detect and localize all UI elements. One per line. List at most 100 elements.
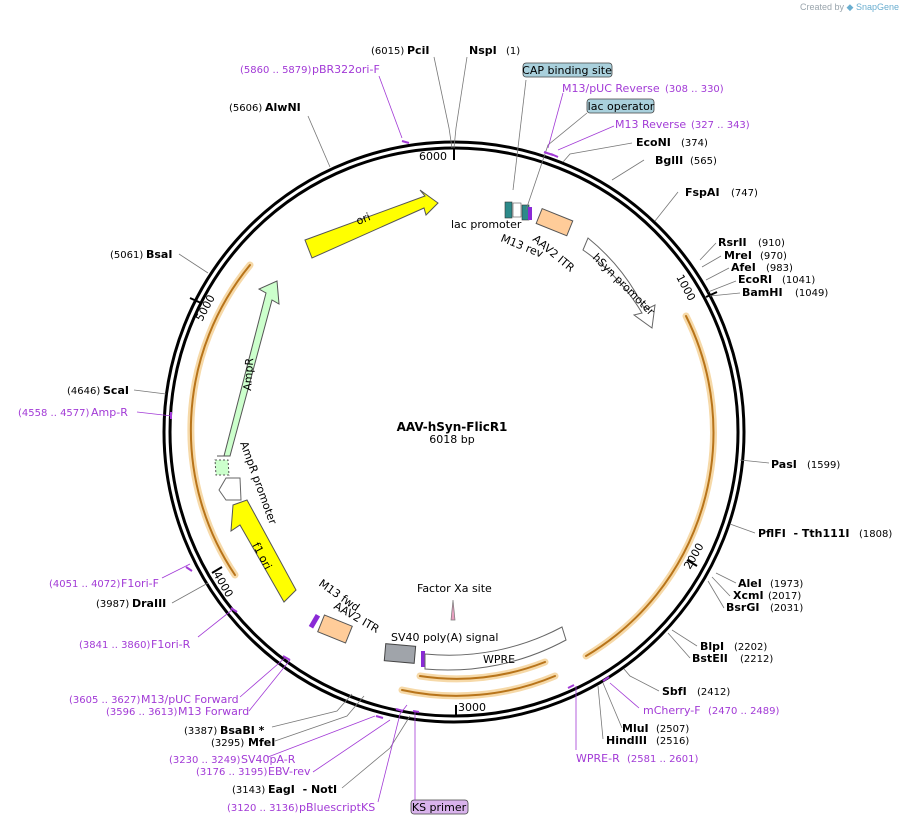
cap-binding-box: CAP binding site [522,62,613,78]
enzyme-bsai: BsaI [146,248,172,261]
enzyme-fspai: FspAI [685,186,720,199]
enzyme-leaders [133,56,770,789]
enzyme-pflfi-tth111i: PflFI - Tth111I [758,527,850,540]
primer-m13-puc-forward: M13/pUC Forward [141,693,239,706]
enzyme-pos-fspai: (747) [731,188,758,199]
primer-m13-puc-reverse: M13/pUC Reverse [562,82,660,95]
enzyme-pos-afei: (983) [766,263,793,274]
enzyme-pos-mfei: (3295) [211,738,244,749]
primer-pos-f1ori-r: (3841 .. 3860) [79,640,151,651]
enzyme-alei: AleI [738,577,762,590]
enzyme-pos-rsrii: (910) [758,238,785,249]
primer-marks [170,140,610,719]
enzyme-scai: ScaI [103,384,129,397]
hsyn-promoter-label: hSyn promoter [590,251,657,318]
enzyme-pos-xcmi: (2017) [768,591,801,602]
enzyme-rsrii: RsrII [718,236,747,249]
enzyme-nspi: NspI [469,44,497,57]
primer-pos-sv40pa-r: (3230 .. 3249) [169,755,241,766]
enzyme-bsrgi: BsrGI [726,601,759,614]
hsyn-promoter-arrow [582,237,656,329]
enzyme-mfei: MfeI [248,736,275,749]
enzyme-pos-alei: (1973) [770,579,803,590]
enzyme-mlui: MluI [622,722,649,735]
enzyme-pos-nspi: (1) [506,46,520,57]
ampr-promoter-arrow [218,477,242,501]
primer-m13-reverse: M13 Reverse [615,118,686,131]
primer-pos-ebv-rev: (3176 .. 3195) [196,767,268,778]
enzyme-pos-bsteii: (2212) [740,654,773,665]
orf-arcs [187,261,717,700]
lac-promoter-rect [512,202,522,218]
primer-f1ori-r: F1ori-R [151,638,191,651]
tick-1000 [705,291,718,298]
ampr-arrow [217,280,280,457]
enzyme-blpi: BlpI [700,640,724,653]
primer-mcherry-f: mCherry-F [643,704,701,717]
ks-primer-box: KS primer [410,799,469,815]
primer-wpre-r: WPRE-R [576,752,620,765]
primer-pbluescriptks: pBluescriptKS [299,801,375,814]
lac-operator-box: lac operator [586,98,655,114]
enzyme-pos-bsabi: (3387) [184,726,217,737]
tick-label-6000: 6000 [419,150,447,163]
enzyme-pos-pcii: (6015) [371,46,404,57]
enzyme-pos-scai: (4646) [67,386,100,397]
enzyme-pos-mlui: (2507) [656,724,689,735]
enzyme-ecori: EcoRI [738,273,772,286]
factor-xa-label: Factor Xa site [417,582,492,595]
enzyme-pos-alwni: (5606) [229,103,262,114]
primer-m13-forward: M13 Forward [178,705,249,718]
enzyme-draiii: DraIII [132,597,166,610]
lac-operator-text: lac operator [588,100,655,113]
ori-label: ori [354,210,372,227]
tick-4000 [211,566,223,574]
primer-pos-wpre-r: (2581 .. 2601) [627,754,699,765]
sv40-polya-label: SV40 poly(A) signal [391,631,498,644]
enzyme-pos-mrei: (970) [760,251,787,262]
wpre-arrow [424,626,567,671]
enzyme-pos-draiii: (3987) [96,599,129,610]
cap-binding-rect [504,201,513,219]
tick-marks [189,148,718,716]
backbone-outer [162,140,746,724]
aav2-itr-right [317,614,353,644]
lac-promoter-label: lac promoter [451,218,522,231]
primer-pos-m13-forward: (3596 .. 3613) [106,707,178,718]
m13-rev-rect [528,207,532,220]
lac-operator-rect [521,204,530,221]
primer-pos-mcherry-f: (2470 .. 2489) [708,706,780,717]
enzyme-bamhi: BamHI [742,286,783,299]
factor-xa-mark [450,599,456,621]
enzyme-bsteii: BstEII [692,652,728,665]
enzyme-econi: EcoNI [636,136,671,149]
enzyme-pasi: PasI [771,458,797,471]
tick-label-1000: 1000 [673,272,698,303]
primer-leaders [136,75,640,803]
primer-ebv-rev: EBV-rev [268,765,311,778]
aav2-itr-left [535,207,574,237]
enzyme-pos-econi: (374) [681,138,708,149]
cap-binding-text: CAP binding site [522,64,612,77]
primer-pos-m13-reverse: (327 .. 343) [691,120,750,131]
enzyme-pos-sbfi: (2412) [697,687,730,698]
f1-ori-arrow [230,499,297,603]
enzyme-pos-ecori: (1041) [782,275,815,286]
brand-name: SnapGene [855,2,899,12]
plasmid-size: 6018 bp [429,433,474,446]
enzyme-pos-hindiii: (2516) [656,736,689,747]
ampr-dotted [214,459,230,476]
primer-labels: (5860 .. 5879) pBR322ori-F M13/pUC Rever… [18,63,780,814]
primer-pos-m13-puc-forward: (3605 .. 3627) [69,695,141,706]
primer-pos-amp-r: (4558 .. 4577) [18,408,90,419]
ampr-label: AmpR [241,357,256,391]
enzyme-pos-bsrgi: (2031) [770,603,803,614]
primer-sv40pa-r: SV40pA-R [241,753,296,766]
enzyme-xcmi: XcmI [733,589,764,602]
wpre-label: WPRE [483,653,515,666]
enzyme-sbfi: SbfI [662,685,687,698]
enzyme-pos-bglii: (565) [690,156,717,167]
tick-2000 [686,559,698,567]
m13-fwd-rect [308,613,321,629]
ks-primer-text: KS primer [412,801,467,814]
